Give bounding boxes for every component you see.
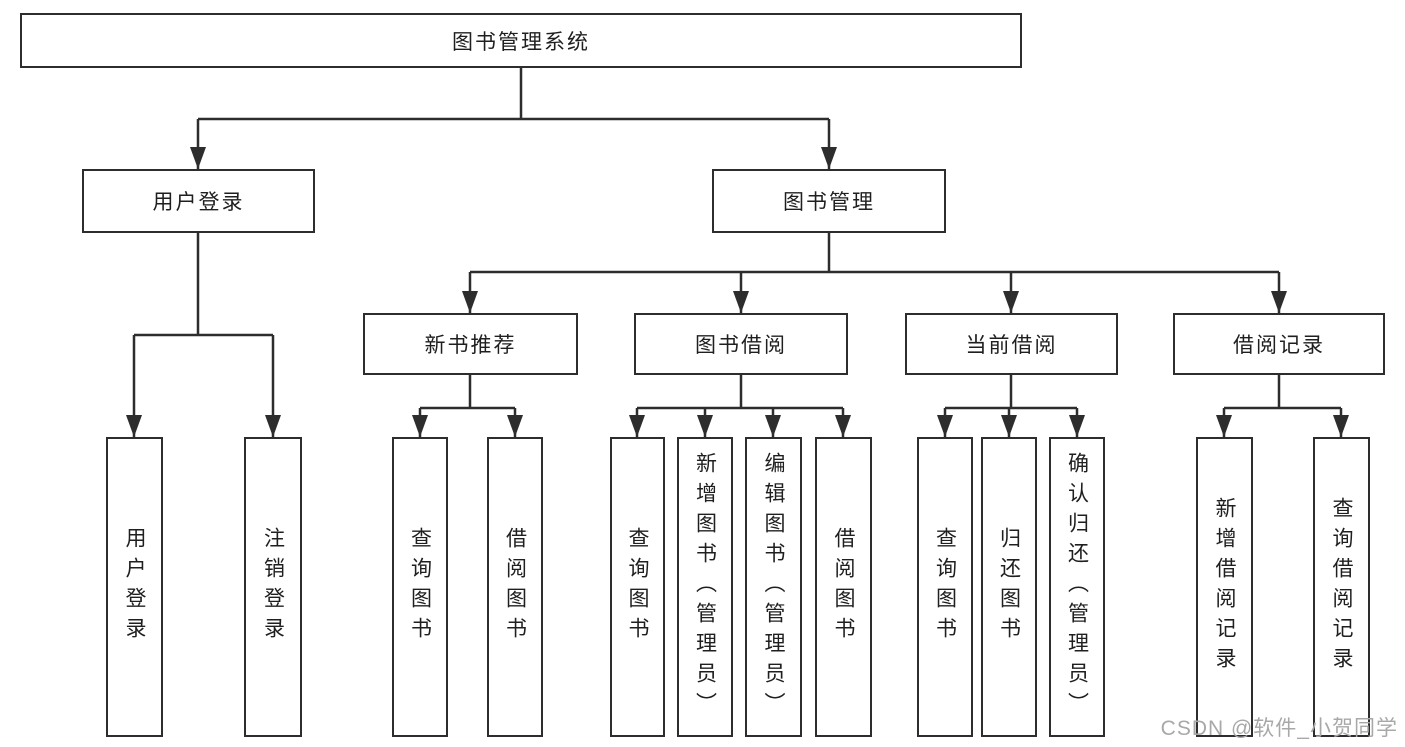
node-label: 注销登录 xyxy=(261,527,285,647)
leaf-borrow-books-recommend: 借阅图书 xyxy=(487,437,543,737)
node-book-borrowing: 图书借阅 xyxy=(634,313,848,375)
node-label: 借阅图书 xyxy=(503,527,527,647)
node-library-system: 图书管理系统 xyxy=(20,13,1022,68)
leaf-logout: 注销登录 xyxy=(244,437,302,737)
leaf-add-borrow-record: 新增借阅记录 xyxy=(1196,437,1253,737)
leaf-query-books-recommend: 查询图书 xyxy=(392,437,448,737)
leaf-edit-book-admin: 编辑图书（管理员） xyxy=(745,437,802,737)
leaf-add-book-admin: 新增图书（管理员） xyxy=(677,437,733,737)
csdn-watermark: CSDN @软件_小贺同学 xyxy=(1160,717,1398,740)
leaf-query-borrow-record: 查询借阅记录 xyxy=(1313,437,1370,737)
leaf-user-login: 用户登录 xyxy=(106,437,163,737)
node-label: 图书管理 xyxy=(783,191,875,214)
node-label: 查询借阅记录 xyxy=(1330,497,1353,677)
node-label: 编辑图书（管理员） xyxy=(762,452,785,722)
node-label: 查询图书 xyxy=(933,527,957,647)
node-user-login: 用户登录 xyxy=(82,169,315,233)
leaf-borrow-books: 借阅图书 xyxy=(815,437,872,737)
node-label: 当前借阅 xyxy=(965,334,1058,357)
leaf-confirm-return-admin: 确认归还（管理员） xyxy=(1049,437,1105,737)
node-borrow-records: 借阅记录 xyxy=(1173,313,1385,375)
node-label: 归还图书 xyxy=(997,527,1021,647)
leaf-query-books-borrow: 查询图书 xyxy=(610,437,665,737)
node-new-book-recommend: 新书推荐 xyxy=(363,313,578,375)
node-label: 借阅图书 xyxy=(832,527,855,647)
leaf-query-books-current: 查询图书 xyxy=(917,437,973,737)
node-label: 查询图书 xyxy=(626,527,649,647)
node-book-management: 图书管理 xyxy=(712,169,946,233)
node-label: 新增图书（管理员） xyxy=(693,452,717,722)
node-label: 确认归还（管理员） xyxy=(1065,452,1089,722)
node-label: 新增借阅记录 xyxy=(1213,497,1236,677)
node-label: 图书管理系统 xyxy=(452,30,590,54)
node-label: 借阅记录 xyxy=(1233,334,1325,357)
node-label: 用户登录 xyxy=(123,527,146,647)
node-label: 新书推荐 xyxy=(424,334,517,357)
node-label: 图书借阅 xyxy=(695,334,787,357)
leaf-return-book: 归还图书 xyxy=(981,437,1037,737)
node-label: 查询图书 xyxy=(408,527,432,647)
node-current-borrowing: 当前借阅 xyxy=(905,313,1118,375)
node-label: 用户登录 xyxy=(152,191,245,214)
